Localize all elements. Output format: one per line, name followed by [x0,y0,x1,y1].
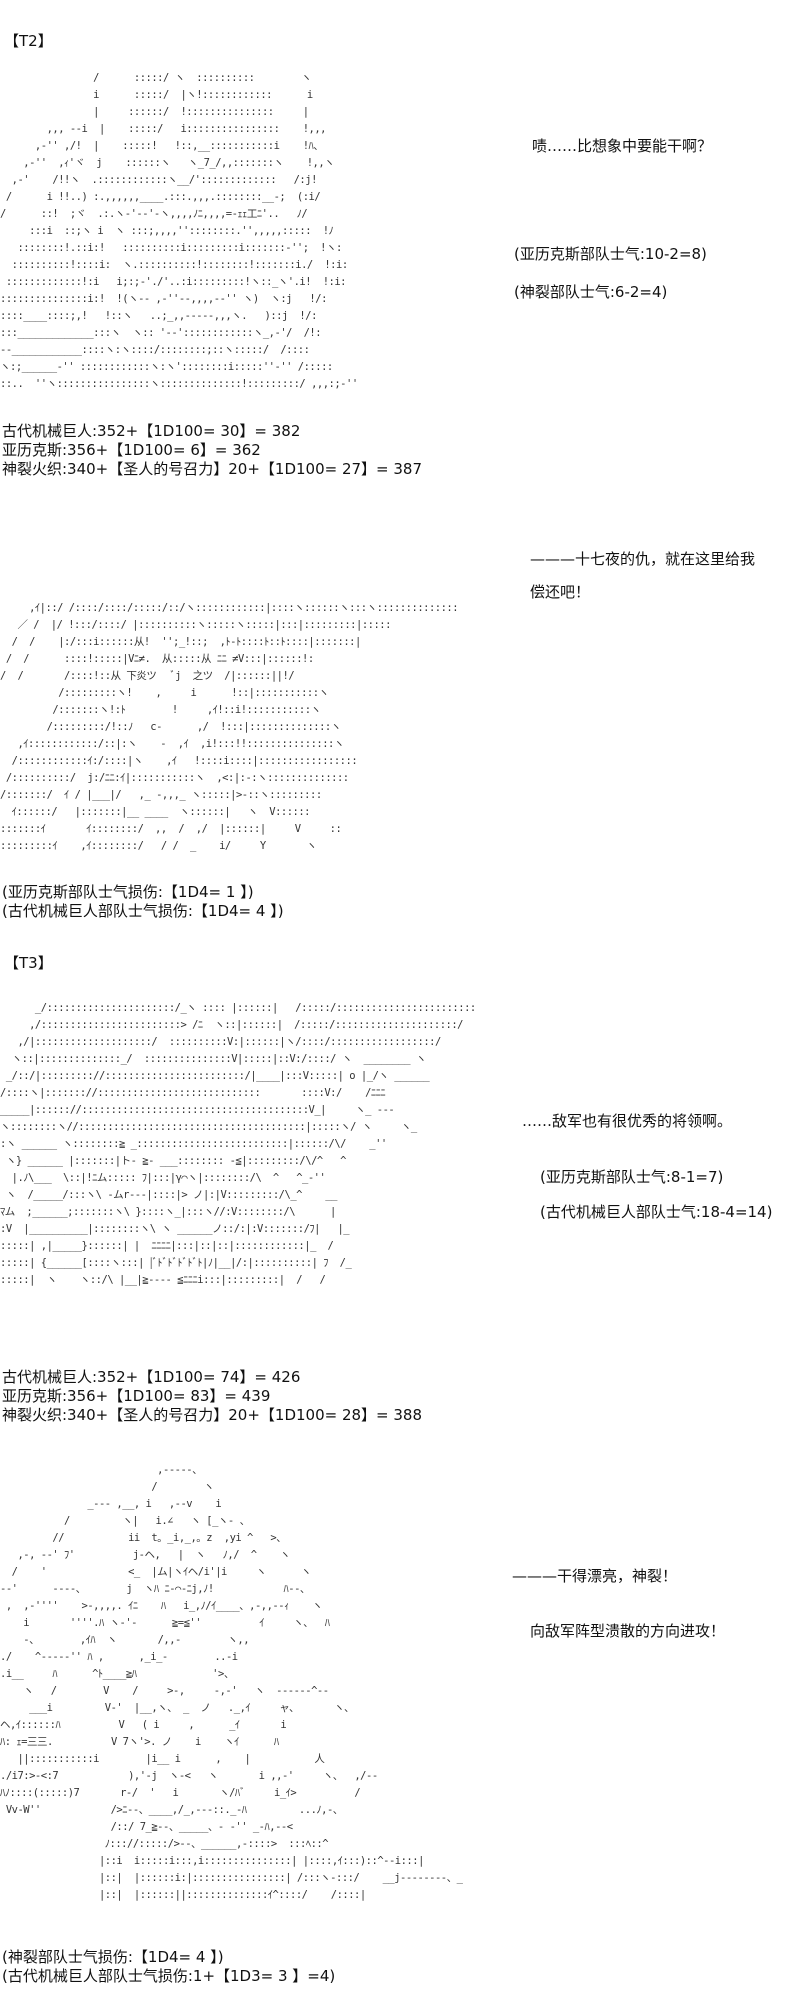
roll-giant-t2: 古代机械巨人:352+【1D100= 30】= 382 [2,422,301,440]
morale-kanzaki-t2: (神裂部队士气:6-2=4) [514,283,668,301]
damage-kanzaki-t3: (神裂部队士气损伤:【1D4= 4 】) [2,1948,224,1966]
ascii-art-giant: _/::::::::::::::::::::::/_ヽ :::: |::::::… [0,1002,476,1286]
ascii-art-building: / :::::/ ヽ :::::::::: ヽ i :::::/ |ヽ!::::… [0,72,358,390]
ascii-art-kanzaki: ,ｲ|::/ /::::/::::/:::::/::/ヽ::::::::::::… [0,602,459,852]
damage-alex-t2: (亚历克斯部队士气损伤:【1D4= 1 】) [2,883,254,901]
dialogue-kanzaki-1-cont: 偿还吧！ [530,583,591,601]
dialogue-alex-2: ……敌军也有很优秀的将领啊。 [522,1112,733,1130]
damage-giant-t2: (古代机械巨人部队士气损伤:【1D4= 4 】) [2,902,284,920]
turn-label-t3: 【T3】 [4,954,53,972]
morale-alex-t3: (亚历克斯部队士气:8-1=7) [540,1168,724,1186]
roll-alex-t3: 亚历克斯:356+【1D100= 83】= 439 [2,1387,271,1405]
turn-label-t2: 【T2】 [4,32,53,50]
dialogue-alex-1: 啧……比想象中要能干啊？ [532,137,713,155]
dialogue-kanzaki-1: ———十七夜的仇，就在这里给我 [530,550,756,568]
roll-kanzaki-t3: 神裂火织:340+【圣人的号召力】20+【1D100= 28】= 388 [2,1406,423,1424]
ascii-art-kanzaki-charge: ,-----、 / ヽ _--- ,__, i ,--v i / ヽ| i.∠ … [0,1464,463,1901]
roll-kanzaki-t2: 神裂火织:340+【圣人的号召力】20+【1D100= 27】= 387 [2,460,423,478]
dialogue-alex-3: ———干得漂亮，神裂！ [512,1567,678,1585]
roll-giant-t3: 古代机械巨人:352+【1D100= 74】= 426 [2,1368,301,1386]
dialogue-alex-3-cont: 向敌军阵型溃散的方向进攻！ [530,1622,726,1640]
morale-giant-t3: (古代机械巨人部队士气:18-4=14) [540,1203,773,1221]
morale-alex-t2: (亚历克斯部队士气:10-2=8) [514,245,707,263]
damage-giant-t3: (古代机械巨人部队士气损伤:1+【1D3= 3 】=4) [2,1967,336,1985]
roll-alex-t2: 亚历克斯:356+【1D100= 6】= 362 [2,441,261,459]
